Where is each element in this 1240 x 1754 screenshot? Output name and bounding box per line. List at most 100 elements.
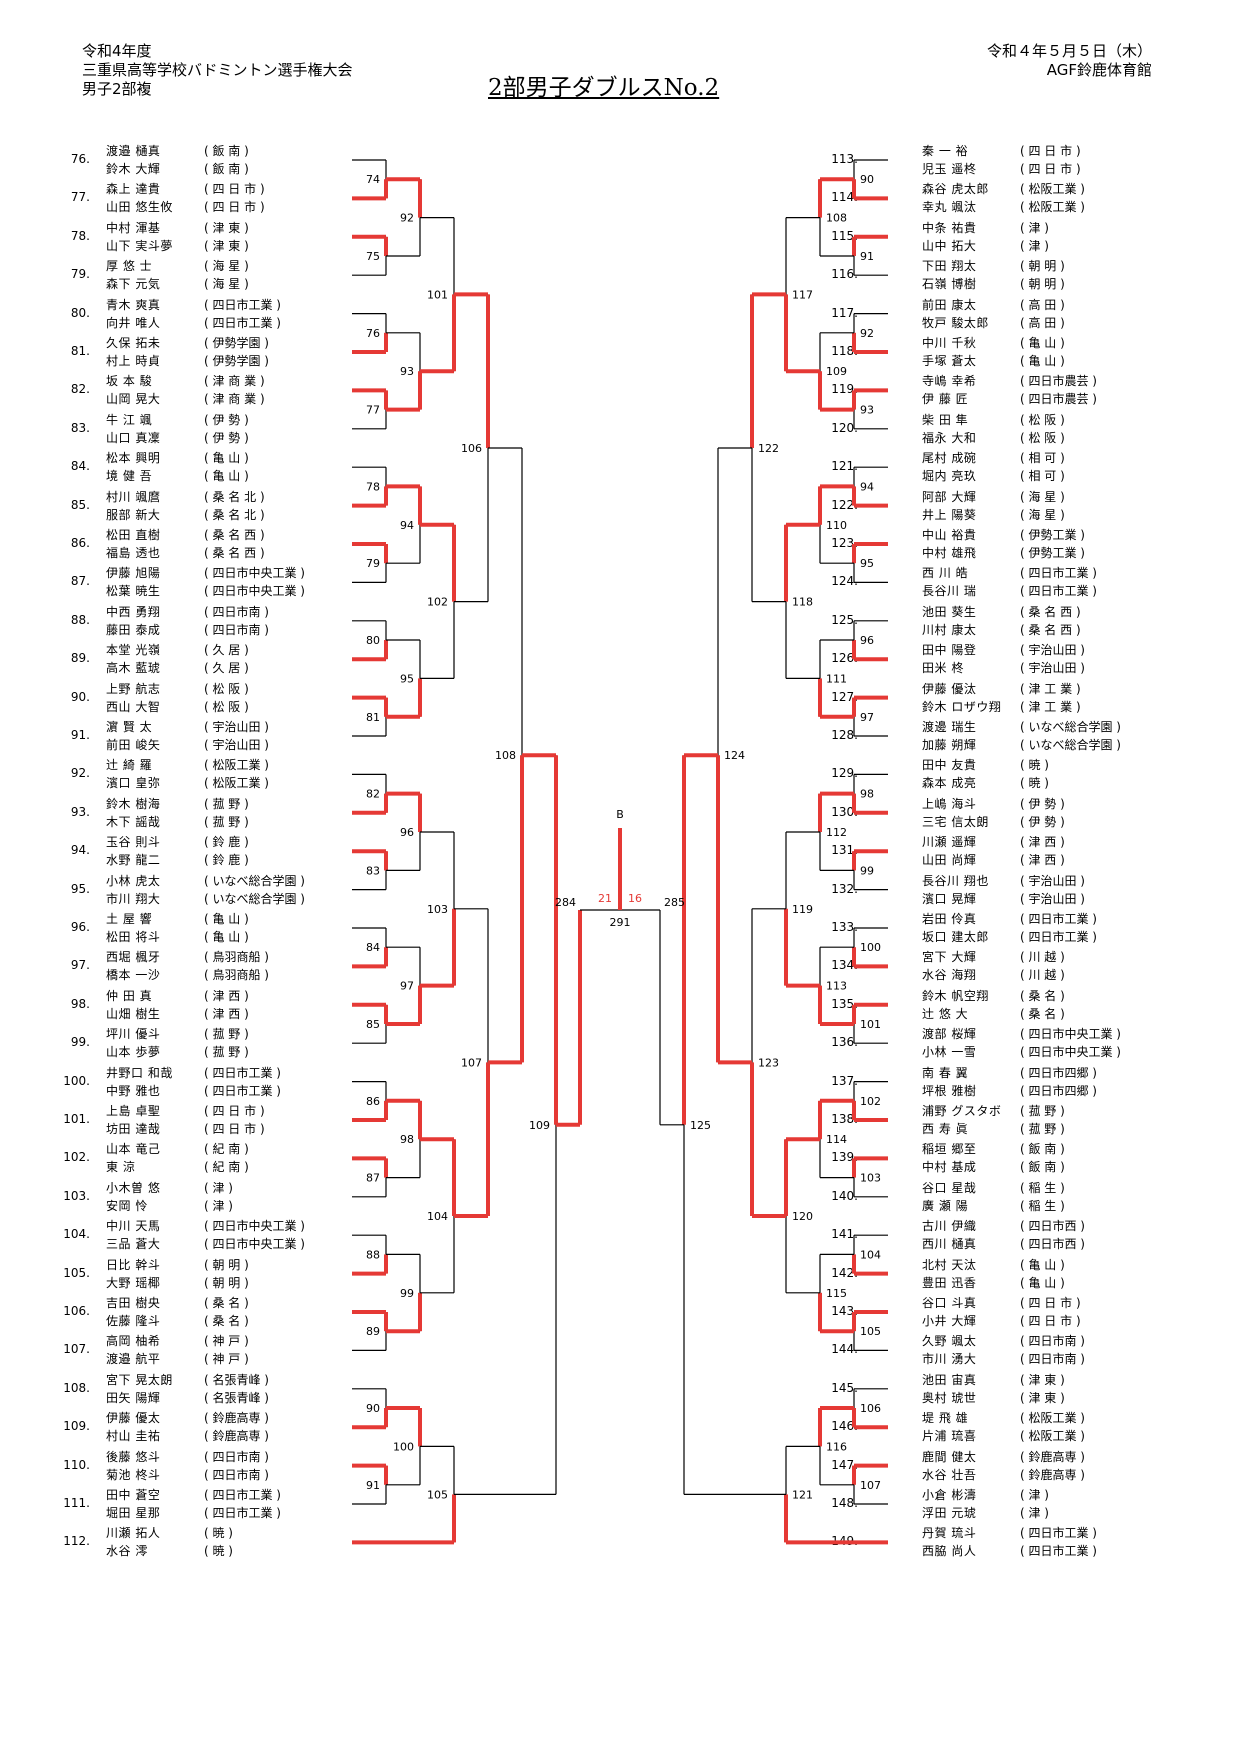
school-name: ( 四 日 市 ) — [204, 1104, 265, 1118]
school-name: ( 菰 野 ) — [1020, 1122, 1065, 1136]
match-number: 110 — [826, 519, 847, 532]
entry-number: 77. — [70, 190, 90, 205]
player-name: 中野 雅也 — [106, 1083, 161, 1098]
entry-88: 88.中西 勇翔( 四日市南 )藤田 泰成( 四日市南 ) — [71, 603, 372, 639]
player-name: 山田 尚輝 — [922, 853, 977, 868]
player-name: 川村 康太 — [922, 622, 977, 637]
match-number: 104 — [860, 1248, 881, 1261]
match-number: 98 — [860, 788, 874, 801]
player-name: 坂 本 駿 — [106, 374, 153, 389]
entry-104: 104.中川 天馬( 四日市中央工業 )三品 蒼大( 四日市中央工業 ) — [63, 1217, 372, 1253]
player-name: 宮下 晃太朗 — [106, 1372, 173, 1387]
player-name: 小林 虎太 — [106, 873, 161, 888]
match-number: 101 — [860, 1018, 881, 1031]
match-number: 99 — [400, 1287, 414, 1300]
player-name: 前田 峻矢 — [106, 738, 161, 752]
player-name: 小林 一雪 — [922, 1045, 977, 1060]
school-name: ( 四日市中央工業 ) — [1020, 1045, 1121, 1060]
player-name: 木下 謡哉 — [106, 814, 161, 829]
player-name: 仲 田 真 — [106, 988, 153, 1003]
school-name: ( 松 阪 ) — [204, 699, 249, 714]
player-name: 高木 藍琥 — [106, 661, 161, 676]
school-name: ( 鈴 鹿 ) — [204, 835, 249, 850]
match-number: 119 — [792, 903, 813, 916]
player-name: 向井 唯人 — [106, 315, 161, 330]
player-name: 伊藤 優汰 — [922, 681, 977, 696]
match-number: 85 — [366, 1018, 380, 1031]
player-name: 伊 藤 匠 — [922, 392, 969, 407]
school-name: ( 鳥羽商船 ) — [204, 950, 269, 965]
match-number: 96 — [400, 826, 414, 839]
player-name: 森上 達貴 — [106, 182, 161, 197]
match-number: 105 — [860, 1325, 881, 1338]
entry-number: 138. — [831, 1112, 858, 1126]
school-name: ( 飯 南 ) — [204, 144, 249, 158]
player-name: 小井 大輝 — [922, 1314, 977, 1328]
player-name: 市川 湧大 — [922, 1352, 977, 1367]
school-name: ( 海 星 ) — [204, 277, 249, 292]
entry-130: 130.上嶋 海斗( 伊 勢 )三宅 信太朗( 伊 勢 ) — [831, 795, 1162, 831]
player-name: 本堂 光嶺 — [106, 643, 161, 658]
school-name: ( 津 東 ) — [204, 238, 249, 253]
school-name: ( 亀 山 ) — [204, 912, 249, 926]
entry-103: 103.小木曽 悠( 津 )安岡 怜( 津 ) — [63, 1179, 372, 1215]
entry-number: 114. — [831, 190, 858, 205]
school-name: ( 四 日 市 ) — [1020, 162, 1081, 176]
entry-111: 111.田中 蒼空( 四日市工業 )堀田 星那( 四日市工業 ) — [63, 1486, 372, 1522]
entry-number: 122. — [831, 497, 858, 512]
entry-110: 110.後藤 悠斗( 四日市南 )菊池 柊斗( 四日市南 ) — [63, 1448, 372, 1484]
match-number: 112 — [826, 826, 847, 839]
entry-number: 130. — [831, 804, 858, 819]
school-name: ( 桑 名 西 ) — [204, 546, 265, 560]
player-name: 坪根 雅樹 — [922, 1083, 977, 1098]
player-name: 加藤 朔輝 — [922, 738, 977, 752]
entry-76: 76.渡邉 樋真( 飯 南 )鈴木 大輝( 飯 南 ) — [71, 142, 372, 178]
player-name: 中川 千秋 — [922, 336, 977, 350]
entry-100: 100.井野口 和哉( 四日市工業 )中野 雅也( 四日市工業 ) — [63, 1064, 372, 1100]
player-name: 服部 新大 — [106, 507, 161, 522]
player-name: 浦野 グスタボ — [922, 1104, 1002, 1118]
entry-number: 119. — [831, 382, 858, 397]
school-name: ( 松阪工業 ) — [1020, 182, 1085, 197]
player-name: 片浦 琉喜 — [922, 1429, 977, 1444]
school-name: ( 津 工 業 ) — [1020, 699, 1081, 714]
player-name: 中村 渾基 — [106, 220, 161, 235]
entry-number: 131. — [831, 843, 858, 858]
match-number: 116 — [826, 1440, 847, 1453]
school-name: ( 四 日 市 ) — [1020, 1314, 1081, 1328]
entry-number: 82. — [70, 382, 90, 397]
match-number: 291 — [610, 916, 631, 929]
player-name: 岩田 伶真 — [922, 912, 977, 926]
school-name: ( いなべ総合学園 ) — [204, 891, 305, 906]
player-name: 松田 直樹 — [106, 528, 161, 542]
entry-83: 83.牛 江 颯( 伊 勢 )山口 真凜( 伊 勢 ) — [71, 411, 372, 447]
school-name: ( 高 田 ) — [1020, 297, 1065, 312]
match-number: 107 — [860, 1479, 881, 1492]
final-score-right: 16 — [628, 892, 642, 905]
match-number: 118 — [792, 596, 813, 609]
match-number: 108 — [495, 749, 516, 762]
match-number: 121 — [792, 1488, 813, 1501]
school-name: ( 桑 名 ) — [1020, 1006, 1065, 1021]
entry-number: 120. — [831, 420, 858, 435]
school-name: ( 久 居 ) — [204, 661, 249, 676]
player-name: 大野 瑶椰 — [106, 1275, 161, 1290]
entry-number: 127. — [831, 689, 858, 704]
match-number: 284 — [555, 896, 576, 909]
player-name: 渡邉 航平 — [106, 1352, 161, 1367]
school-name: ( 朝 明 ) — [1020, 277, 1065, 292]
player-name: 廣 瀬 陽 — [922, 1198, 969, 1213]
school-name: ( 四日市南 ) — [1020, 1334, 1085, 1349]
school-name: ( 津 ) — [1020, 238, 1049, 253]
entry-136: 136.渡部 桜輝( 四日市中央工業 )小林 一雪( 四日市中央工業 ) — [831, 1025, 1162, 1061]
school-name: ( 桑 名 ) — [204, 1296, 249, 1310]
match-number: 92 — [400, 212, 414, 225]
entry-108: 108.宮下 晃太朗( 名張青峰 )田矢 陽輝( 名張青峰 ) — [63, 1371, 372, 1407]
match-number: 90 — [366, 1402, 380, 1415]
entry-96: 96.土 屋 響( 亀 山 )松田 将斗( 亀 山 ) — [71, 910, 372, 946]
match-number: 124 — [724, 749, 745, 762]
school-name: ( 津 ) — [1020, 1488, 1049, 1502]
school-name: ( 鳥羽商船 ) — [204, 968, 269, 983]
match-number: 123 — [758, 1056, 779, 1069]
